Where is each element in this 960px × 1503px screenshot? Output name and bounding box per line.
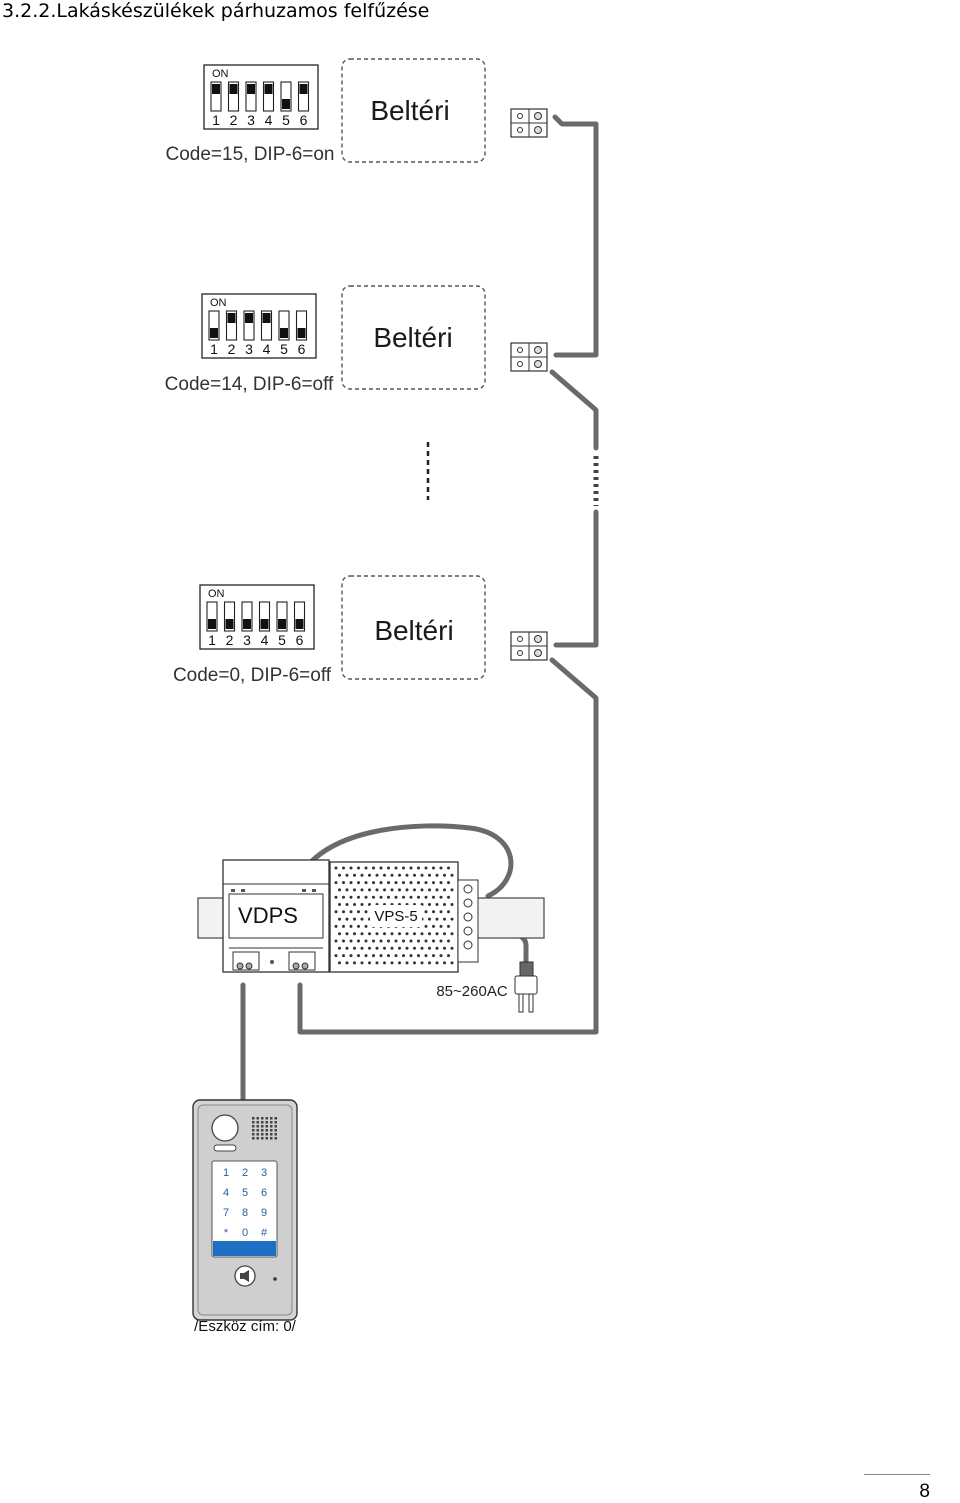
dip-code-label: Code=0, DIP-6=off bbox=[173, 665, 332, 686]
voltage-label: 85~260AC bbox=[436, 983, 507, 1000]
terminal-block-3 bbox=[510, 631, 548, 661]
dip-switch-toggle bbox=[210, 81, 222, 112]
dip-on-label: ON bbox=[210, 297, 227, 309]
dip-switch-toggle bbox=[293, 601, 306, 632]
bus-wire-segment bbox=[553, 509, 599, 648]
dip-switch-toggle bbox=[227, 81, 240, 112]
dip-number: 6 bbox=[296, 632, 304, 648]
indoor-unit-box bbox=[341, 285, 486, 390]
dip-number: 4 bbox=[261, 632, 269, 648]
dip-number: 2 bbox=[226, 632, 234, 648]
vps-label: VPS-5 bbox=[374, 908, 417, 925]
dip-switch-toggle bbox=[245, 81, 257, 112]
dip-switch-toggle bbox=[225, 310, 238, 341]
keypad-key: 9 bbox=[261, 1207, 267, 1219]
keypad-key: 0 bbox=[242, 1227, 248, 1239]
dip-switch-toggle bbox=[206, 601, 218, 632]
power-link-wire bbox=[297, 823, 514, 899]
dip-number: 3 bbox=[247, 112, 255, 128]
mains-plug-icon bbox=[514, 961, 538, 1013]
vps5-power-supply: VPS-5 bbox=[329, 861, 479, 973]
dip-number: 6 bbox=[298, 341, 306, 357]
dip-number: 5 bbox=[282, 112, 290, 128]
dip-number: 4 bbox=[263, 341, 271, 357]
indoor-unit-label: Beltéri bbox=[373, 322, 452, 353]
dip-switch-toggle bbox=[241, 601, 253, 632]
page-number: 8 bbox=[864, 1474, 930, 1503]
dip-on-label: ON bbox=[208, 588, 225, 600]
dip-number: 2 bbox=[230, 112, 238, 128]
dip-switch-toggle bbox=[243, 310, 255, 341]
vdps-label: VDPS bbox=[238, 903, 298, 928]
dip-switch-toggle bbox=[258, 601, 271, 632]
indoor-unit-label: Beltéri bbox=[374, 615, 453, 646]
dip-switch-toggle bbox=[208, 310, 220, 341]
dip-switch-toggle bbox=[262, 81, 275, 112]
vdps-module: VDPS bbox=[222, 859, 330, 973]
dip-switch-toggle bbox=[295, 310, 308, 341]
keypad-key: 4 bbox=[223, 1187, 229, 1199]
camera-icon bbox=[211, 1114, 239, 1142]
dip-switch-toggle bbox=[280, 81, 292, 112]
dip-number: 1 bbox=[212, 112, 220, 128]
dip-number: 4 bbox=[265, 112, 273, 128]
dip-number: 5 bbox=[278, 632, 286, 648]
keypad-key: 3 bbox=[261, 1167, 267, 1179]
keypad-key: 6 bbox=[261, 1187, 267, 1199]
terminal-block-1 bbox=[510, 108, 548, 138]
terminal-block-2 bbox=[510, 342, 548, 372]
keypad-key: 1 bbox=[223, 1167, 229, 1179]
indoor-unit-box bbox=[341, 58, 486, 163]
indoor-unit-box bbox=[341, 575, 486, 680]
keypad-key: 8 bbox=[242, 1207, 248, 1219]
dip-number: 5 bbox=[280, 341, 288, 357]
keypad: 1 2 3 4 5 6 7 8 9 * 0 # bbox=[223, 1167, 268, 1239]
dip-number: 1 bbox=[208, 632, 216, 648]
dip-number: 1 bbox=[210, 341, 218, 357]
device-address-label: /Eszköz cím: 0/ bbox=[194, 1318, 297, 1335]
dip-number: 2 bbox=[228, 341, 236, 357]
keypad-key: * bbox=[224, 1227, 229, 1239]
indoor-unit-label: Beltéri bbox=[370, 95, 449, 126]
bus-wire-segment bbox=[552, 114, 599, 358]
dip-switch-toggle bbox=[278, 310, 290, 341]
bus-wire-segment bbox=[549, 369, 599, 451]
dip-number: 3 bbox=[245, 341, 253, 357]
keypad-key: 7 bbox=[223, 1207, 229, 1219]
dip-code-label: Code=15, DIP-6=on bbox=[165, 144, 334, 165]
dip-number: 6 bbox=[300, 112, 308, 128]
dip-code-label: Code=14, DIP-6=off bbox=[165, 374, 334, 395]
keypad-key: 5 bbox=[242, 1187, 248, 1199]
dip-switch-toggle bbox=[297, 81, 310, 112]
dip-on-label: ON bbox=[212, 68, 229, 80]
bus-wire-segment bbox=[297, 657, 599, 1035]
bus-wires bbox=[240, 114, 599, 1103]
dip-switch-toggle bbox=[276, 601, 288, 632]
page-title: 3.2.2.Lakáskészülékek párhuzamos felfűzé… bbox=[2, 0, 430, 22]
led-icon bbox=[213, 1144, 237, 1152]
dip-switch-toggle bbox=[260, 310, 273, 341]
keypad-key: 2 bbox=[242, 1167, 248, 1179]
outdoor-door-station: 1 2 3 4 5 6 7 8 9 * 0 # bbox=[192, 1099, 298, 1321]
speaker-grille-icon bbox=[252, 1117, 277, 1140]
dip-switch-toggle bbox=[223, 601, 236, 632]
keypad-key: # bbox=[261, 1227, 268, 1239]
dip-number: 3 bbox=[243, 632, 251, 648]
